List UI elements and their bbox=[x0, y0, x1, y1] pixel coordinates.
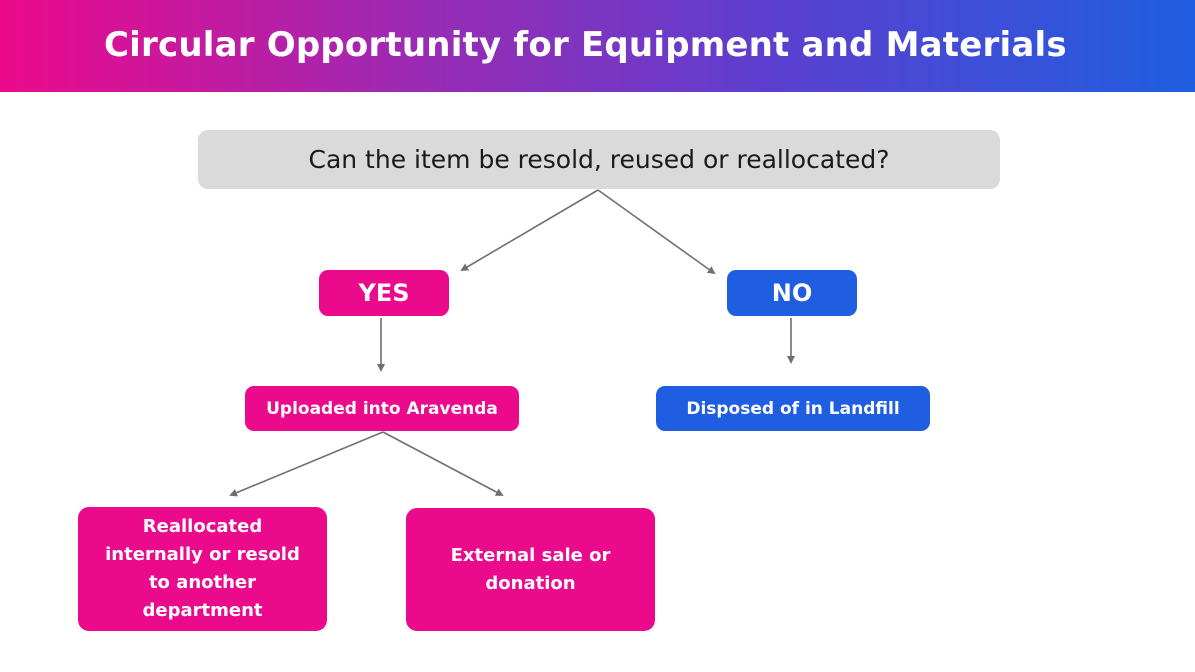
disposed-box: Disposed of in Landfill bbox=[656, 386, 930, 431]
external-sale-box: External sale or donation bbox=[406, 508, 655, 631]
yes-box: YES bbox=[319, 270, 449, 316]
question-text: Can the item be resold, reused or reallo… bbox=[308, 145, 890, 174]
no-label: NO bbox=[771, 279, 813, 307]
reallocated-box: Reallocated internally or resold to anot… bbox=[78, 507, 327, 631]
page-title: Circular Opportunity for Equipment and M… bbox=[104, 25, 1067, 65]
edge-question-to-yes bbox=[460, 189, 599, 272]
edge-uploaded-to-internal bbox=[229, 431, 384, 497]
uploaded-label: Uploaded into Aravenda bbox=[266, 398, 498, 419]
header-banner: Circular Opportunity for Equipment and M… bbox=[0, 0, 1195, 92]
reallocated-label: Reallocated internally or resold to anot… bbox=[105, 516, 300, 621]
disposed-label: Disposed of in Landfill bbox=[686, 398, 900, 419]
yes-label: YES bbox=[358, 279, 410, 307]
edge-question-to-no bbox=[597, 189, 716, 275]
external-sale-label: External sale or donation bbox=[450, 544, 611, 594]
question-box: Can the item be resold, reused or reallo… bbox=[198, 130, 1000, 189]
no-box: NO bbox=[727, 270, 857, 316]
edge-uploaded-to-external bbox=[382, 431, 504, 496]
uploaded-box: Uploaded into Aravenda bbox=[245, 386, 519, 431]
